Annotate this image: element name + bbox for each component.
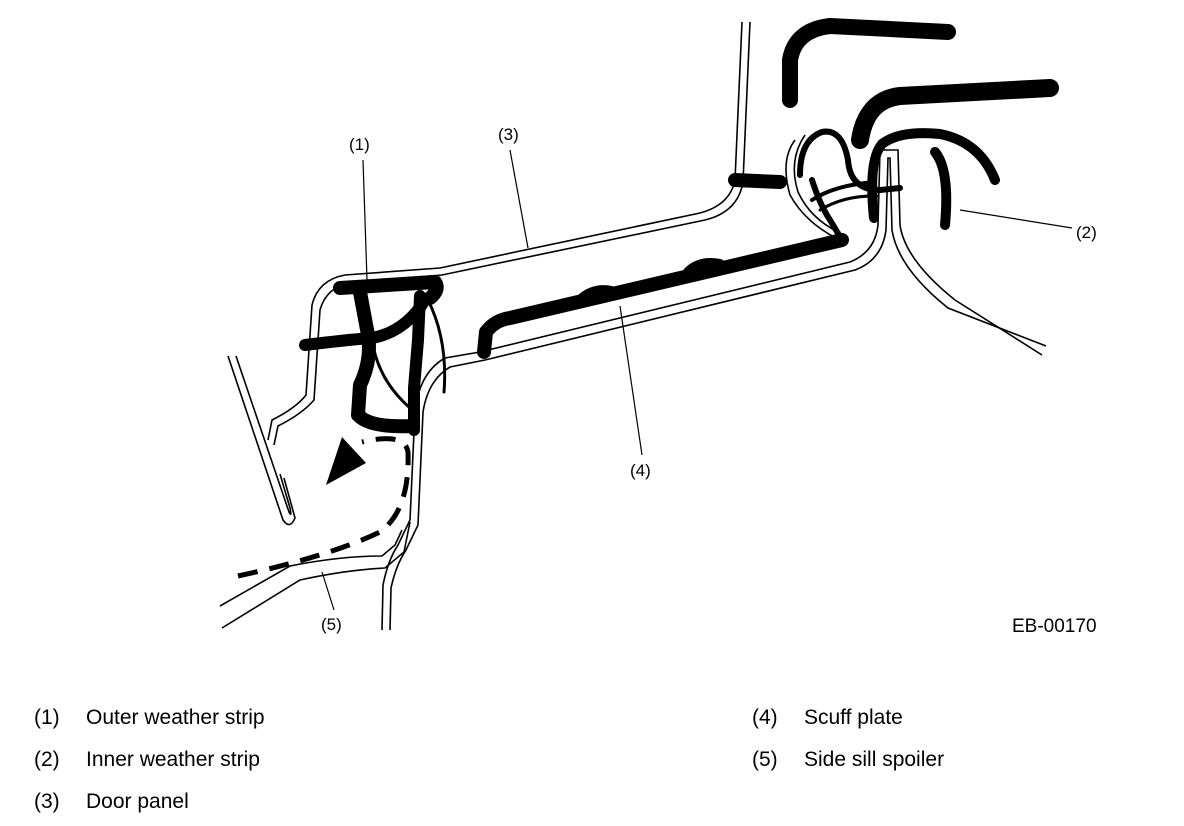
leader-line-3 xyxy=(509,149,529,249)
outer-weather-strip-drawing xyxy=(299,275,447,436)
legend-label: Outer weather strip xyxy=(86,706,265,729)
scuff-plate-drawing xyxy=(477,177,849,359)
door-hem-drawing xyxy=(227,355,296,526)
body-flange-drawing xyxy=(785,134,839,239)
leader-line-5 xyxy=(321,571,335,611)
body-sill-drawing xyxy=(381,149,1047,631)
legend-label: Side sill spoiler xyxy=(804,748,945,771)
legend-number: (5) xyxy=(752,748,778,771)
legend-number: (1) xyxy=(34,706,60,729)
legend-label: Inner weather strip xyxy=(86,748,260,771)
leader-line-2 xyxy=(959,209,1073,229)
callout-4: (4) xyxy=(630,461,651,480)
figure-code: EB-00170 xyxy=(1012,616,1097,637)
callout-1: (1) xyxy=(349,135,370,154)
leader-line-1 xyxy=(362,159,368,281)
callout-5: (5) xyxy=(321,615,342,634)
weather-strip-diagram: (1) (3) (2) (4) (5) EB-00170 xyxy=(219,18,1097,637)
legend-number: (4) xyxy=(752,706,778,729)
leader-lines xyxy=(321,149,1073,611)
leader-line-4 xyxy=(619,305,643,456)
callout-3: (3) xyxy=(498,125,519,144)
legend-number: (2) xyxy=(34,748,60,771)
callout-2: (2) xyxy=(1076,223,1097,242)
install-direction-path xyxy=(237,436,411,579)
legend-number: (3) xyxy=(34,790,60,813)
door-panel-drawing xyxy=(267,21,751,446)
legend-label: Scuff plate xyxy=(804,706,903,729)
inner-weather-strip-drawing xyxy=(728,18,1059,230)
side-sill-spoiler-drawing xyxy=(219,521,411,629)
arrow-icon xyxy=(326,437,366,485)
legend-label: Door panel xyxy=(86,790,189,813)
